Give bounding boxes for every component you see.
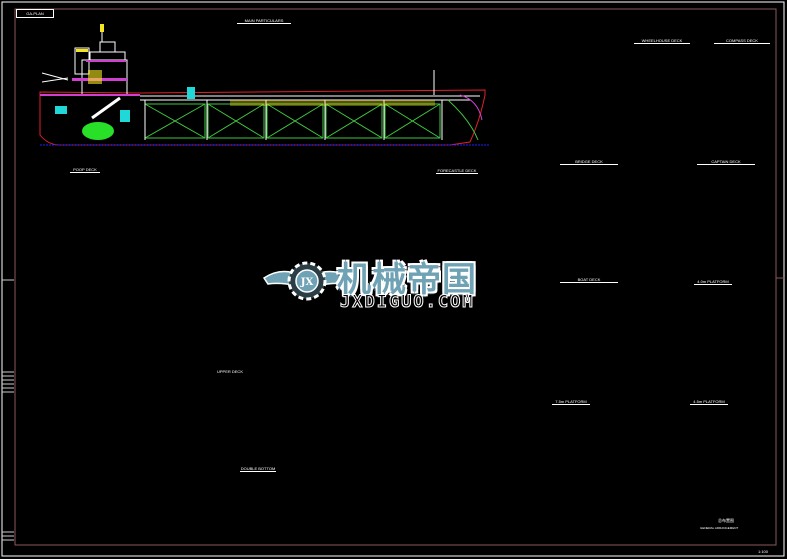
platform-4-5m-title: 4.5m PLATFORM [690,399,728,405]
drawing-id-tag: GA-PLAN [16,9,54,18]
bridge-deck-title: BRIDGE DECK [560,159,618,165]
inner-frame [14,8,777,546]
scale-note: 1:100 [758,549,769,554]
title-block-subtitle: GENERAL ARRANGEMENT [700,526,739,530]
watermark-cn: 机械帝国 [337,260,477,300]
watermark-en: JXDIGUO.COM [340,292,475,313]
title-block-title: 总布置图 [718,518,734,523]
platform-7-5m-title: 7.5m PLATFORM [552,399,590,405]
winged-gear-icon: JX [262,261,352,301]
particulars-subtitle: MAIN PARTICULARS [237,18,291,24]
watermark-badge-text: JX [300,277,314,288]
title-block: 总布置图 GENERAL ARRANGEMENT [660,514,777,546]
watermark-logo: JX 机械帝国 JXDIGUO.COM [262,248,552,314]
poop-deck-title: POOP DECK [70,167,100,173]
double-bottom-title: DOUBLE BOTTOM [240,466,276,472]
forecastle-deck-title: FORECASTLE DECK [436,168,478,174]
profile-view[interactable] [39,24,490,146]
platform-4m-title: 4.0m PLATFORM [694,279,732,285]
left-margin-scale [2,279,14,541]
upper-deck-title: UPPER DECK [216,369,243,374]
captain-deck-title: CAPTAIN DECK [697,159,755,165]
wheelhouse-deck-title: WHEELHOUSE DECK [634,38,690,44]
boat-deck-title: BOAT DECK [560,277,618,283]
compass-deck-title: COMPASS DECK [714,38,770,44]
